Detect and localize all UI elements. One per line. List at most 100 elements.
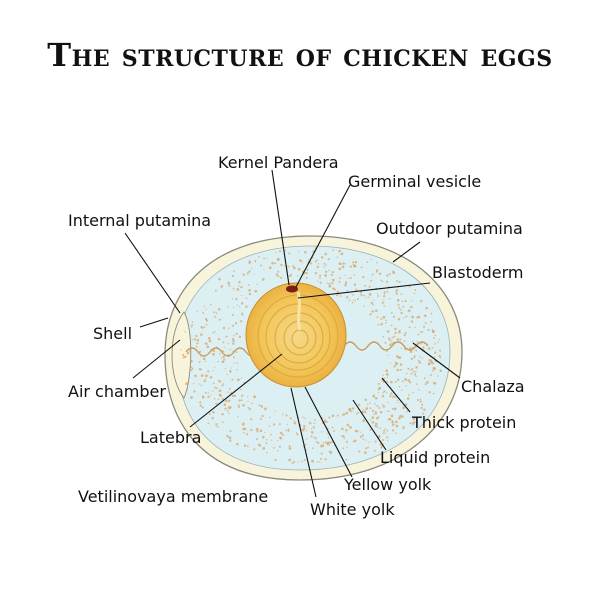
speckle [228,412,230,414]
speckle [397,318,401,321]
speckle [327,437,330,439]
speckle [400,311,403,315]
speckle [232,350,234,352]
speckle [227,281,231,285]
speckle [413,292,415,295]
speckle [317,263,320,265]
speckle [250,418,253,421]
speckle [397,401,399,404]
speckle [388,273,391,275]
speckle [408,285,411,288]
speckle [212,349,216,353]
speckle [278,445,281,448]
speckle [257,443,261,447]
speckle [353,439,357,443]
speckle [232,342,235,345]
speckle [326,282,328,284]
speckle [392,315,395,318]
speckle [190,325,193,328]
speckle [233,394,237,398]
speckle [328,269,330,272]
speckle [237,378,240,382]
speckle [312,426,316,429]
speckle [288,275,290,277]
speckle [433,356,436,358]
speckle [392,270,395,273]
speckle [360,266,363,269]
speckle [219,394,222,398]
speckle [390,312,393,314]
speckle [420,406,423,410]
speckle [433,337,435,339]
speckle [191,320,194,323]
speckle [389,339,392,342]
speckle [388,298,391,300]
speckle [265,438,268,441]
speckle [415,383,418,385]
speckle [434,382,437,385]
speckle [376,262,378,264]
speckle [293,420,295,422]
speckle [378,272,382,275]
speckle [277,270,280,273]
speckle [346,446,348,449]
speckle [281,433,284,436]
speckle [345,459,348,461]
speckle [324,419,326,421]
speckle [215,387,218,390]
speckle [199,404,202,407]
speckle [428,363,430,366]
speckle [374,422,378,426]
speckle [382,381,385,383]
speckle [330,273,333,276]
speckle [377,388,380,391]
speckle [225,336,227,338]
speckle [235,351,238,353]
speckle [354,261,358,264]
speckle [399,414,402,418]
speckle [390,380,393,384]
speckle [355,413,358,415]
speckle [245,297,248,300]
speckle [364,398,367,402]
speckle [229,348,231,351]
speckle [220,285,224,288]
speckle [431,362,435,365]
speckle [353,264,356,268]
speckle [218,379,221,383]
speckle [279,431,283,435]
speckle [243,432,245,434]
speckle [373,299,375,301]
latebra [296,291,302,331]
speckle [196,310,198,313]
speckle [374,402,376,405]
speckle [240,395,243,397]
speckle [412,391,414,394]
speckle [366,403,369,406]
speckle [379,427,382,430]
speckle [237,405,241,408]
speckle [227,306,229,308]
speckle [313,436,316,439]
speckle [271,439,273,441]
speckle [222,383,225,385]
speckle [370,301,374,305]
speckle [311,459,314,463]
speckle [254,259,257,262]
speckle [374,424,377,428]
speckle [409,422,412,425]
speckle [306,438,308,440]
speckle [432,392,435,395]
speckle [326,421,328,423]
speckle [317,280,319,282]
speckle [403,333,406,337]
speckle [221,357,223,359]
speckle [367,446,369,449]
speckle [233,270,235,272]
speckle [207,395,210,399]
speckle [258,255,260,258]
speckle [427,328,430,332]
speckle [395,396,397,399]
speckle [398,356,402,359]
speckle [213,315,216,318]
